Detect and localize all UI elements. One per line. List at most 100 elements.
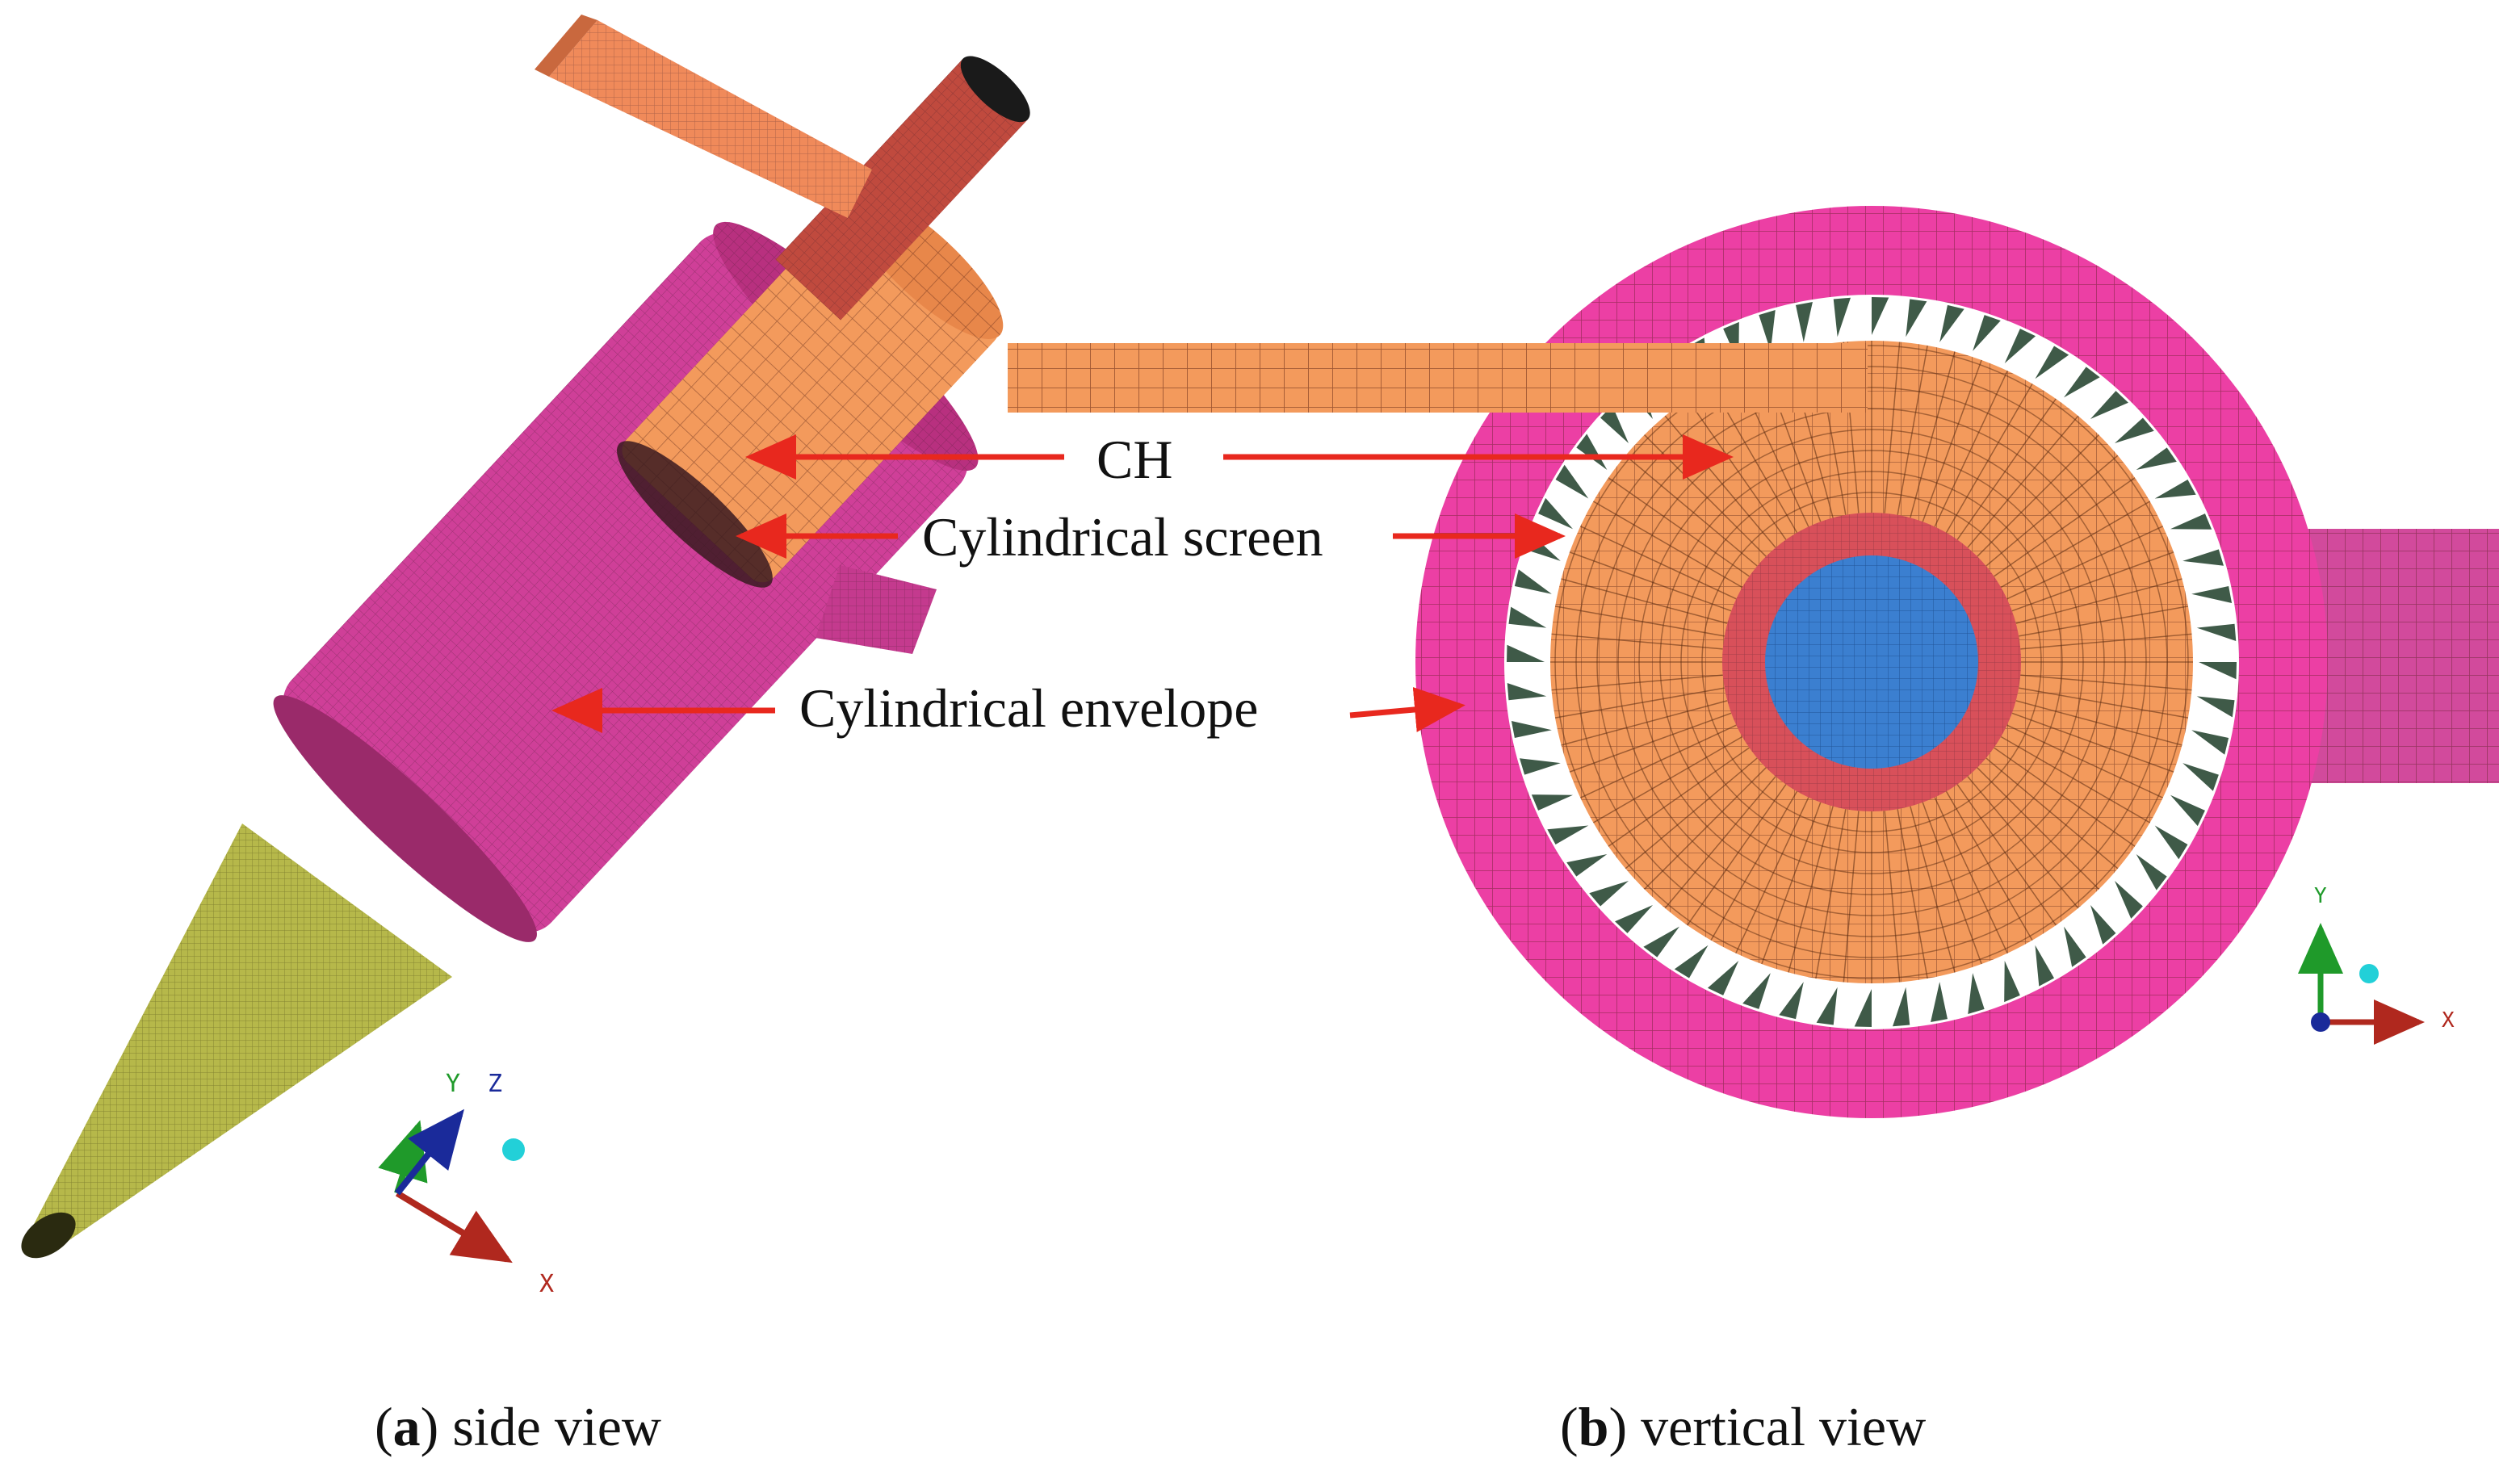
radial-mesh-line xyxy=(1967,415,2079,548)
radial-mesh-line xyxy=(1897,345,1928,515)
screen-slot xyxy=(1615,904,1654,933)
screen-slot xyxy=(1507,683,1547,701)
radial-mesh-line xyxy=(1922,802,1982,965)
screen-slot xyxy=(1600,405,1629,444)
axis-label-z-a: Z xyxy=(488,1070,502,1098)
screen-slot xyxy=(2035,346,2069,379)
radial-mesh-line xyxy=(1664,776,1776,909)
ring-mesh-line xyxy=(1701,492,2042,832)
radial-mesh-line xyxy=(2006,526,2164,600)
screen-slot xyxy=(1939,304,1964,342)
screen-slot xyxy=(1707,960,1739,995)
vertical-view: X Y xyxy=(1008,206,2499,1118)
screen-slot xyxy=(2090,391,2128,420)
radial-mesh-line xyxy=(1625,455,1758,567)
screen-slot xyxy=(2191,730,2229,755)
radial-mesh-line xyxy=(2015,578,2182,624)
screen-slot xyxy=(1742,973,1771,1009)
screen-slot xyxy=(1514,569,1552,594)
screen-slot xyxy=(2199,662,2237,680)
label-ch: CH xyxy=(1096,429,1172,490)
caption-text-a: side view xyxy=(438,1396,662,1457)
tangential-inlet-b xyxy=(1008,343,1868,413)
screen-slot xyxy=(2182,549,2224,566)
caption-text-b: vertical view xyxy=(1627,1396,1927,1457)
ring-mesh-line xyxy=(1617,408,2126,916)
screen-slot xyxy=(1555,464,1589,499)
screen-slot xyxy=(1833,297,1851,337)
screen-slot xyxy=(1931,982,1948,1023)
screen-slot xyxy=(1643,926,1679,958)
radial-mesh-line xyxy=(1884,811,1901,983)
screen-slot xyxy=(1759,310,1776,351)
caption-letter-a: a xyxy=(392,1396,421,1457)
radial-mesh-line xyxy=(1967,776,2079,909)
radial-mesh-line xyxy=(1735,797,1809,954)
screen-slot xyxy=(1511,721,1552,738)
screen-slot xyxy=(2154,480,2196,499)
radial-mesh-line xyxy=(1625,757,1758,870)
radial-mesh-line xyxy=(1551,674,1723,691)
radial-mesh-line xyxy=(1985,455,2119,567)
screen-slot xyxy=(1854,989,1872,1027)
radial-mesh-line xyxy=(1644,767,1767,890)
annotation-labels: CH Cylindrical screen Cylindrical envelo… xyxy=(799,429,1323,739)
radial-mesh-line xyxy=(1977,767,2099,890)
radial-mesh-line xyxy=(1994,477,2136,577)
radial-mesh-line xyxy=(2011,712,2174,773)
radial-mesh-line xyxy=(1687,398,1787,540)
screen-slot xyxy=(1674,945,1709,979)
ring-mesh-line xyxy=(1659,450,2084,874)
radial-mesh-line xyxy=(1922,359,1982,522)
screen-slot xyxy=(1566,854,1608,877)
radial-mesh-line xyxy=(1843,811,1860,983)
label-cylindrical-screen: Cylindrical screen xyxy=(922,506,1323,568)
screen-slot xyxy=(1973,315,2001,351)
screen-slot xyxy=(2064,926,2086,967)
radial-mesh-line xyxy=(1934,797,2008,954)
radial-mesh-line xyxy=(2020,674,2192,691)
screen-slot xyxy=(2114,417,2154,444)
axis-label-x-a: X xyxy=(539,1270,554,1298)
radial-mesh-line xyxy=(1815,809,1847,979)
radial-mesh-line xyxy=(1945,383,2033,534)
radial-mesh-line xyxy=(2011,551,2174,612)
radial-mesh-line xyxy=(2000,501,2151,589)
radial-mesh-line xyxy=(1592,736,1743,824)
screen-slot xyxy=(1893,987,1910,1027)
radial-mesh-line xyxy=(1934,370,2008,527)
caption-side-view: (a) side view xyxy=(375,1396,662,1457)
radial-mesh-line xyxy=(2019,606,2189,637)
screen-slot xyxy=(1507,644,1545,662)
radial-mesh-line xyxy=(1910,351,1956,518)
radial-mesh-line xyxy=(1608,747,1750,847)
screen-slot xyxy=(2191,586,2233,603)
ring-mesh-line xyxy=(1596,387,2147,937)
screen-slot xyxy=(2090,904,2116,945)
radial-mesh-line xyxy=(1592,501,1743,589)
radial-mesh-line xyxy=(2006,724,2164,798)
screen-slot xyxy=(2170,513,2212,530)
screen-slot xyxy=(2136,854,2167,891)
annotation-arrows xyxy=(551,434,1734,733)
screen-slot xyxy=(2170,794,2205,827)
radial-mesh-line xyxy=(2000,736,2151,824)
screen-slot xyxy=(1547,825,1589,844)
screen-slot xyxy=(2064,367,2100,398)
envelope-inlet-stub xyxy=(816,565,937,654)
cone-section xyxy=(21,824,452,1259)
radial-mesh-line xyxy=(1956,784,2057,926)
radial-mesh-line xyxy=(1579,526,1737,600)
radial-mesh-line xyxy=(1561,700,1728,746)
radial-mesh-line xyxy=(2015,700,2182,746)
ring-mesh-line xyxy=(1575,366,2168,958)
label-cylindrical-envelope: Cylindrical envelope xyxy=(799,677,1258,739)
screen-slot xyxy=(2035,945,2054,987)
screen-slot xyxy=(1508,606,1547,628)
screen-slot xyxy=(1872,297,1889,335)
radial-mesh-line xyxy=(2019,687,2189,719)
screen-slot xyxy=(2136,447,2177,470)
side-view: X Y Z xyxy=(21,15,1030,1298)
screen-slot xyxy=(1531,794,1574,811)
screen-slot xyxy=(1968,973,1985,1014)
